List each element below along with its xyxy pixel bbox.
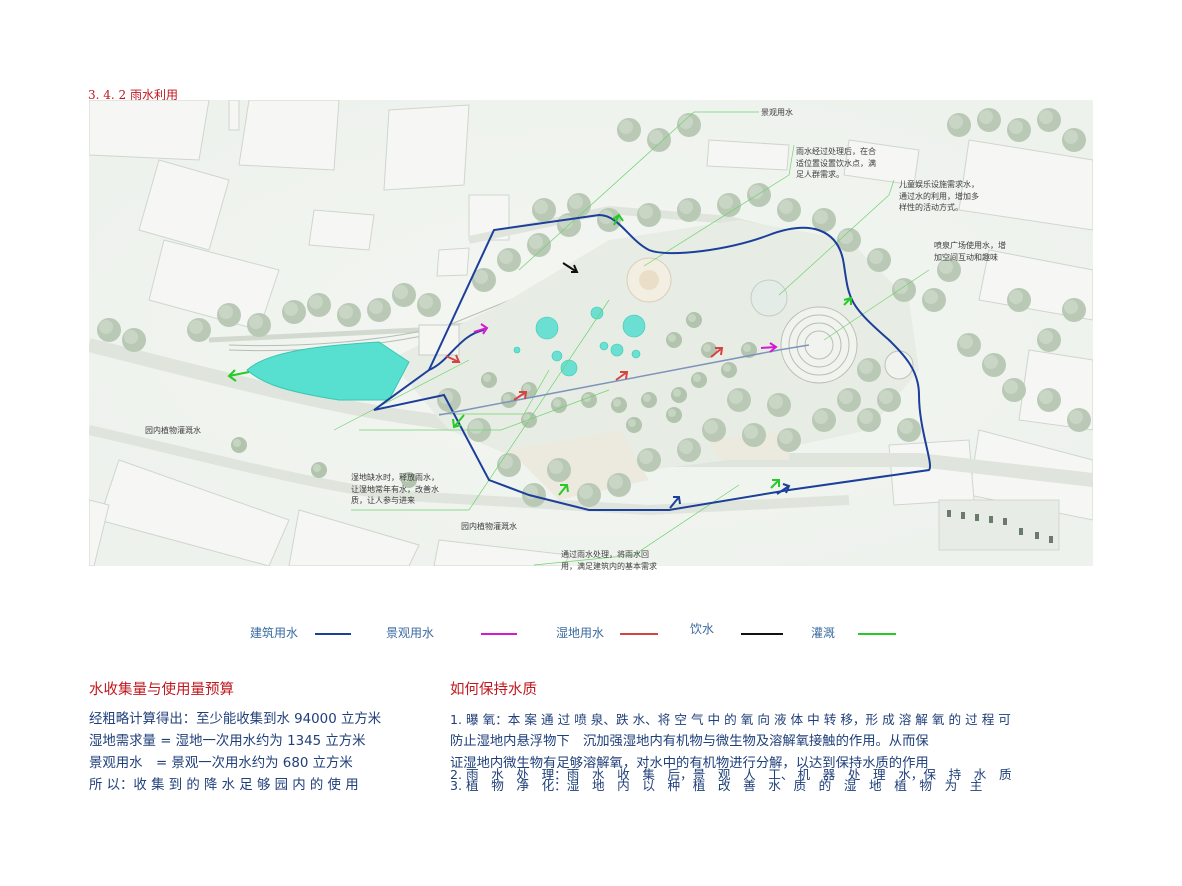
legend-swatch (481, 633, 517, 635)
annotation-irrigation-bottom: 园内植物灌溉水 (461, 522, 517, 531)
budget-line: 经粗略计算得出：至少能收集到水 94000 立方米 (89, 712, 382, 727)
water-quality-line: 防止湿地内悬浮物下 沉加强湿地内有机物与微生物及溶解氧接触的作用。从而保 (450, 734, 929, 749)
water-quality-heading: 如何保持水质 (450, 682, 537, 698)
site-plan-map: 景观用水 雨水经过处理后，在合 适位置设置饮水点，满 足人群需求。 儿童娱乐设施… (89, 100, 1093, 571)
section-title: 3. 4. 2 雨水利用 (88, 88, 178, 102)
budget-line: 所 以：收 集 到 的 降 水 足 够 园 内 的 使 用 (89, 778, 359, 793)
water-features (513, 306, 646, 377)
legend-swatch (741, 633, 783, 635)
water-quality-line: 证湿地内微生物有足够溶解氧，对水中的有机物进行分解，以达到保持水质的作用 (450, 756, 929, 771)
annotation-children-play: 儿童娱乐设施需求水， 通过水的利用，增加多 样性的活动方式。 (899, 180, 979, 213)
annotation-wetland-release: 湿地缺水时，释放雨水， 让湿地常年有水，改善水 质，让人参与进来 (351, 473, 439, 506)
annotation-drinking-points: 雨水经过处理后，在合 适位置设置饮水点，满 足人群需求。 (796, 147, 876, 180)
legend-swatch (858, 633, 896, 635)
water-quality-line: 2. 雨 水 处 理：雨 水 收 集 后，景 观 人 工、 机 器 处 理 水，… (450, 767, 1012, 782)
flow-arrows (227, 213, 852, 509)
fountain-plaza (780, 306, 858, 384)
wetland-pond (246, 341, 410, 401)
wetland-water-line (438, 344, 810, 416)
water-quality-line: 1. 曝 氧：本 案 通 过 喷 泉、跌 水、将 空 气 中 的 氧 向 液 体… (450, 712, 1011, 727)
budget-line: 湿地需求量 = 湿地一次用水约为 1345 立方米 (89, 734, 366, 749)
annotation-irrigation-left: 园内植物灌溉水 (145, 426, 201, 435)
budget-line: 景观用水 = 景观一次用水约为 680 立方米 (89, 756, 353, 771)
legend-swatch (315, 633, 351, 635)
annotation-fountain-plaza: 喷泉广场使用水，增 加空间互动和趣味 (934, 241, 1006, 262)
water-quality-line: 3. 植 物 净 化：湿 地 内 以 种 植 改 善 水 质 的 湿 地 植 物… (450, 778, 983, 793)
parking (938, 499, 1060, 551)
budget-heading: 水收集量与使用量预算 (89, 682, 234, 698)
annotation-landscape-water: 景观用水 (761, 108, 793, 117)
building-water-line (373, 213, 931, 511)
legend-swatch (620, 633, 658, 635)
annotation-building-water: 通过雨水处理，将雨水回 用，满足建筑内的基本需求 (561, 550, 657, 571)
surrounding-buildings (89, 100, 1093, 566)
park-area (389, 220, 919, 500)
